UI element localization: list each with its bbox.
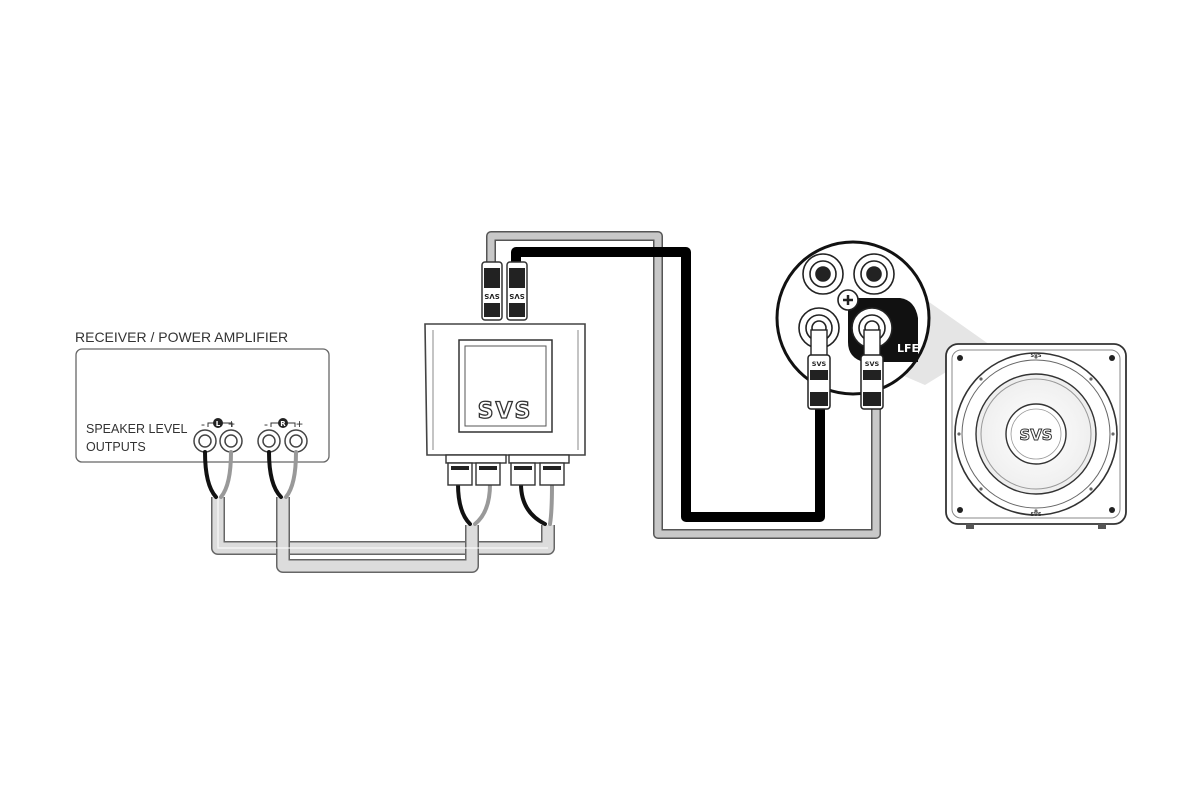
right-plus-label: +: [296, 417, 303, 431]
rca-cables: [486, 231, 881, 539]
left-minus-label: -: [201, 417, 205, 431]
panel-rca-plugs: SVS SVS: [807, 329, 884, 410]
left-channel-badge: [213, 418, 223, 428]
lfe-label: LFE: [897, 342, 919, 355]
right-channel-badge: [278, 418, 288, 428]
rca-plug-brand-right: SVS: [509, 292, 525, 300]
receiver-conductors: [203, 450, 298, 499]
rca-plug-brand-left: SVS: [484, 292, 500, 300]
speaker-cable-jackets: [211, 497, 555, 573]
sub-plug-brand-left: SVS: [812, 360, 827, 368]
woofer-bolts: [957, 355, 1115, 513]
subwoofer-bottom-brand: SVS: [1030, 512, 1041, 518]
sub-plug-brand-right: SVS: [865, 360, 880, 368]
left-channel-letter: L: [216, 420, 221, 428]
converter-conductors: [456, 482, 554, 526]
receiver-title: RECEIVER / POWER AMPLIFIER: [75, 329, 288, 345]
speaker-level-label: SPEAKER LEVEL: [86, 422, 187, 436]
speaker-level-converter: SVS SVS SVS: [424, 261, 586, 486]
outputs-label: OUTPUTS: [86, 440, 146, 454]
converter-rca-plugs: SVS SVS: [481, 261, 528, 321]
binding-posts: [193, 429, 308, 453]
subwoofer-screws: [957, 355, 1115, 513]
receiver-amplifier: RECEIVER / POWER AMPLIFIER SPEAKER LEVEL…: [75, 329, 330, 463]
right-channel-letter: R: [280, 420, 286, 428]
subwoofer: SVS SVS SVS: [945, 343, 1127, 529]
subwoofer-input-panel: LFE SVS SVS: [775, 240, 990, 410]
right-minus-label: -: [264, 417, 268, 431]
subwoofer-brand-logo: SVS: [1019, 426, 1052, 444]
converter-brand-logo: SVS: [478, 399, 533, 424]
